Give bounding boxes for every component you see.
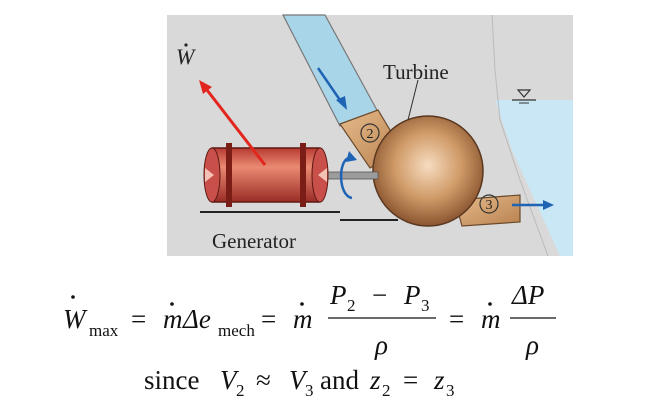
svg-text:−: − (372, 280, 387, 310)
svg-text:P: P (329, 280, 347, 310)
free-surface-triangle-icon (512, 89, 536, 104)
station-2-marker: 2 (360, 123, 380, 143)
svg-text:ρ: ρ (374, 330, 388, 360)
turbine-label-leader (407, 79, 419, 121)
svg-text:Δe: Δe (182, 304, 211, 334)
svg-text:z: z (433, 365, 445, 395)
svg-text:mech: mech (218, 321, 255, 340)
svg-text:m: m (293, 304, 313, 334)
flow-arrow-out (512, 200, 554, 210)
condition-line: since V 2 ≈ V 3 and z 2 = z 3 (144, 365, 455, 400)
rotation-arrow-icon (339, 151, 357, 200)
svg-text:3: 3 (305, 381, 314, 400)
svg-text:=: = (403, 365, 418, 395)
svg-text:W: W (63, 304, 88, 334)
svg-text:2: 2 (382, 381, 391, 400)
work-symbol: W (176, 43, 196, 69)
equation-block: W max = m Δe mech = m P 2 − P 3 ρ = m ΔP… (63, 280, 556, 400)
svg-text:m: m (163, 304, 183, 334)
svg-text:ρ: ρ (525, 330, 539, 360)
svg-text:=: = (449, 304, 464, 334)
svg-text:m: m (481, 304, 501, 334)
svg-text:V: V (289, 365, 309, 395)
turbine-label: Turbine (383, 60, 449, 84)
svg-text:since: since (144, 365, 199, 395)
svg-text:max: max (89, 321, 119, 340)
turbine-casing (372, 115, 484, 227)
generator-label: Generator (212, 229, 296, 253)
svg-text:≈: ≈ (256, 365, 271, 395)
svg-text:V: V (220, 365, 240, 395)
station-3-marker: 3 (479, 194, 499, 214)
svg-text:2: 2 (367, 127, 374, 142)
svg-text:z: z (369, 365, 381, 395)
tailwater (495, 100, 573, 256)
generator (203, 143, 329, 207)
svg-text:2: 2 (347, 296, 356, 315)
work-output-arrow (199, 80, 267, 166)
svg-text:=: = (261, 304, 276, 334)
svg-text:3: 3 (486, 198, 493, 213)
svg-text:3: 3 (446, 381, 455, 400)
flow-arrow-in (316, 67, 347, 110)
svg-text:P: P (403, 280, 421, 310)
svg-text:W: W (176, 44, 196, 69)
svg-text:2: 2 (236, 381, 245, 400)
svg-text:=: = (131, 304, 146, 334)
power-equation: W max = m Δe mech = m P 2 − P 3 ρ = m ΔP… (63, 280, 556, 360)
svg-text:and: and (320, 365, 359, 395)
svg-text:ΔP: ΔP (511, 280, 544, 310)
svg-text:3: 3 (421, 296, 430, 315)
